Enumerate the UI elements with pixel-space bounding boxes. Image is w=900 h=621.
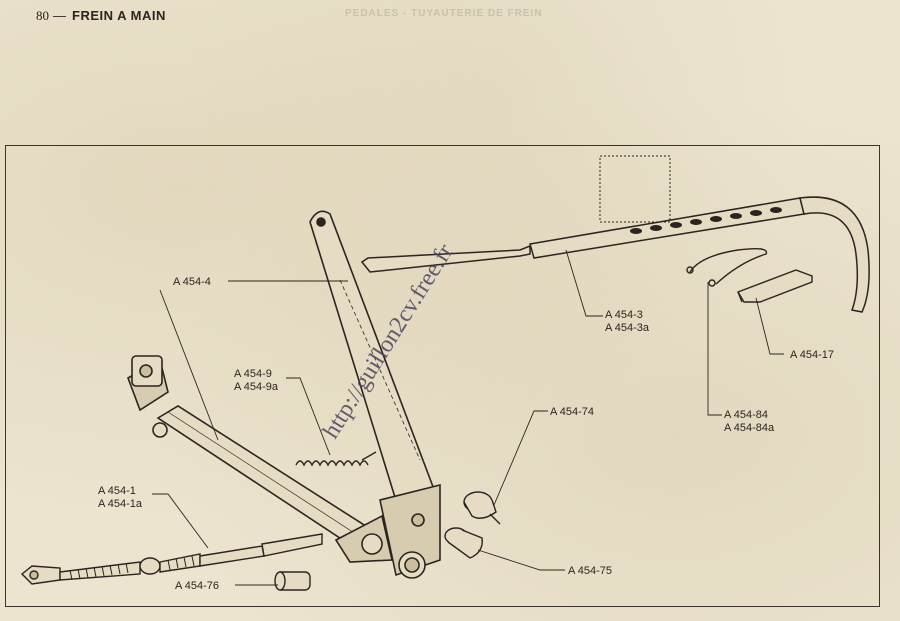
label-a454-9a: A 454-9a — [234, 381, 279, 393]
brake-lever-part — [127, 210, 441, 579]
bushing-part — [463, 491, 501, 525]
show-through-header: PEDALES - TUYAUTERIE DE FREIN — [345, 8, 543, 19]
label-a454-84a: A 454-84a — [724, 422, 775, 434]
label-a454-1a: A 454-1a — [98, 498, 143, 510]
label-a454-17: A 454-17 — [790, 349, 834, 361]
sleeve-part — [444, 527, 483, 559]
clip-part — [686, 247, 768, 287]
cable-part — [20, 533, 323, 585]
label-a454-9: A 454-9 — [234, 368, 272, 380]
spring-part — [295, 451, 377, 467]
page-number: 80 — [36, 8, 49, 23]
label-a454-74: A 454-74 — [550, 406, 594, 418]
leader-lines — [152, 249, 784, 586]
label-a454-3: A 454-3 — [605, 309, 643, 321]
page-header: 80 — FREIN A MAIN — [36, 8, 166, 24]
label-a454-3a: A 454-3a — [605, 322, 650, 334]
label-a454-1: A 454-1 — [98, 485, 136, 497]
ratchet-rod-part — [360, 155, 870, 313]
plate-part — [736, 269, 813, 303]
section-title: FREIN A MAIN — [72, 8, 166, 23]
label-a454-75: A 454-75 — [568, 565, 612, 577]
header-separator: — — [53, 8, 66, 23]
label-a454-84: A 454-84 — [724, 409, 768, 421]
end-sleeve-part — [274, 571, 311, 591]
label-a454-4: A 454-4 — [173, 276, 211, 288]
label-a454-76: A 454-76 — [175, 580, 219, 592]
diagram-frame — [5, 145, 880, 607]
